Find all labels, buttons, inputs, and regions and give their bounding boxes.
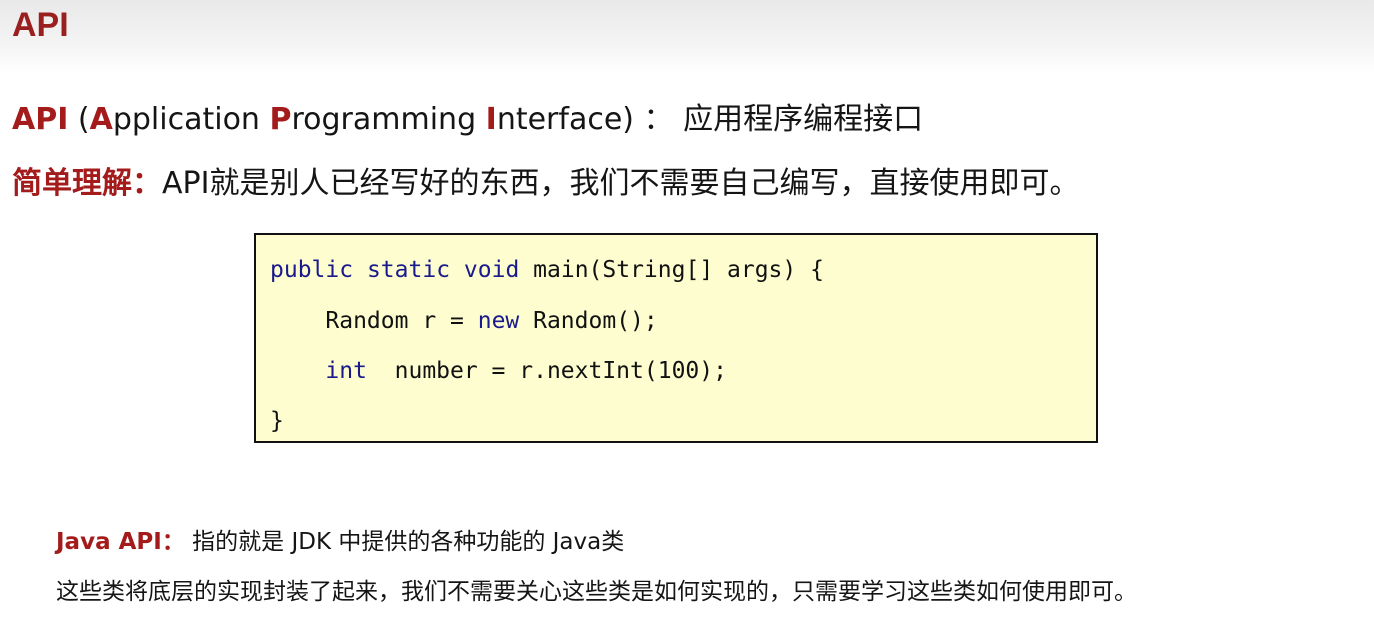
code-indent	[270, 358, 325, 384]
code-line: int number = r.nextInt(100);	[270, 356, 727, 386]
keyword-void: void	[463, 257, 520, 283]
api-definition: API (Application Programming Interface) …	[12, 100, 923, 140]
paren-open: (	[68, 102, 90, 137]
code-indent	[270, 308, 325, 334]
initial-p: P	[269, 102, 292, 137]
initial-a: A	[89, 102, 113, 137]
slide-title: API	[12, 6, 69, 44]
code-text: main(String[] args) {	[533, 257, 824, 283]
api-acronym: API	[12, 102, 69, 137]
java-api-text: 指的就是 JDK 中提供的各种功能的 Java类	[184, 529, 625, 555]
simple-understanding: 简单理解：API就是别人已经写好的东西，我们不需要自己编写，直接使用即可。	[12, 164, 1079, 204]
title-band	[0, 0, 1374, 74]
keyword-int: int	[325, 358, 367, 384]
keyword-static: static	[366, 257, 451, 283]
code-line: public static void main(String[] args) {	[270, 255, 824, 285]
code-line: }	[270, 408, 284, 434]
code-block: public static void main(String[] args) {…	[254, 233, 1098, 443]
keyword-new: new	[477, 308, 520, 334]
java-api-definition: Java API： 指的就是 JDK 中提供的各种功能的 Java类	[56, 526, 624, 558]
simple-label: 简单理解：	[12, 166, 162, 201]
code-text: Random r =	[325, 308, 478, 334]
code-line: Random r = new Random();	[270, 306, 658, 336]
java-api-label: Java API：	[56, 529, 185, 555]
code-text: Random();	[519, 308, 658, 334]
simple-text: API就是别人已经写好的东西，我们不需要自己编写，直接使用即可。	[162, 166, 1080, 201]
word-application: pplication	[112, 102, 270, 137]
code-text: number = r.nextInt(100);	[366, 358, 727, 384]
keyword-public: public	[270, 257, 354, 283]
word-programming: rogramming	[291, 102, 486, 137]
word-interface: nterface) ： 应用程序编程接口	[496, 102, 924, 137]
java-api-description: 这些类将底层的实现封装了起来，我们不需要关心这些类是如何实现的，只需要学习这些类…	[56, 579, 1137, 605]
initial-i: I	[485, 102, 497, 137]
